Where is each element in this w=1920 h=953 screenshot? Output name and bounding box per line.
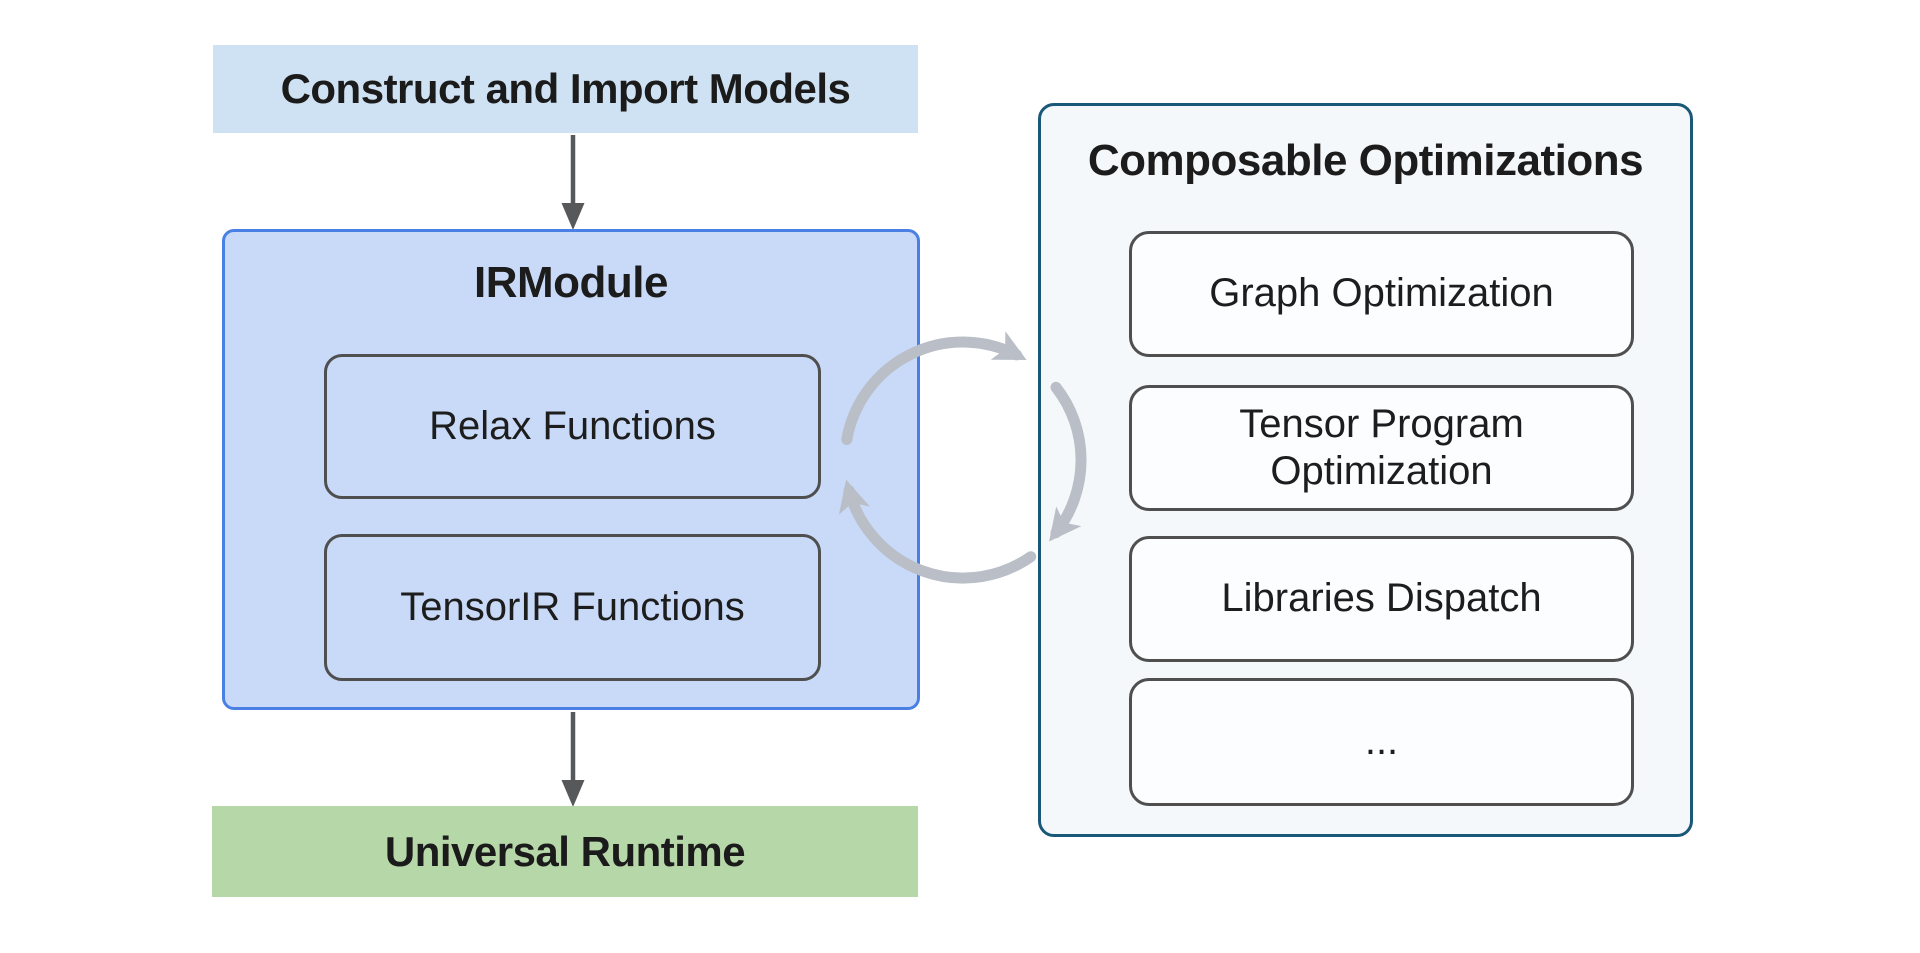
node-construct-import-models: Construct and Import Models [213,45,918,133]
tensorir-functions-label: TensorIR Functions [400,585,745,629]
node-libraries-dispatch: Libraries Dispatch [1129,536,1634,662]
arrow-down-icon [561,712,585,807]
node-irmodule: IRModule Relax Functions TensorIR Functi… [222,229,920,710]
arrow-down-icon [561,135,585,230]
panel-composable-optimizations: Composable Optimizations Graph Optimizat… [1038,103,1693,837]
node-graph-optimization: Graph Optimization [1129,231,1634,357]
graph-optimization-label: Graph Optimization [1209,271,1554,316]
construct-label: Construct and Import Models [280,65,851,112]
libraries-dispatch-label: Libraries Dispatch [1221,576,1542,621]
relax-functions-label: Relax Functions [429,404,716,448]
irmodule-title: IRModule [474,258,668,307]
optimizations-title: Composable Optimizations [1087,136,1644,185]
node-tensor-program-optimization: Tensor Program Optimization [1129,385,1634,511]
runtime-label: Universal Runtime [384,827,746,875]
node-more-optimizations: ... [1129,678,1634,806]
more-optimizations-label: ... [1364,719,1399,764]
node-tensorir-functions: TensorIR Functions [324,534,821,681]
node-universal-runtime: Universal Runtime [212,806,918,897]
cycle-arrows-icon [838,331,1087,584]
tensor-program-optimization-label: Tensor Program Optimization [1239,401,1524,493]
node-relax-functions: Relax Functions [324,354,821,499]
